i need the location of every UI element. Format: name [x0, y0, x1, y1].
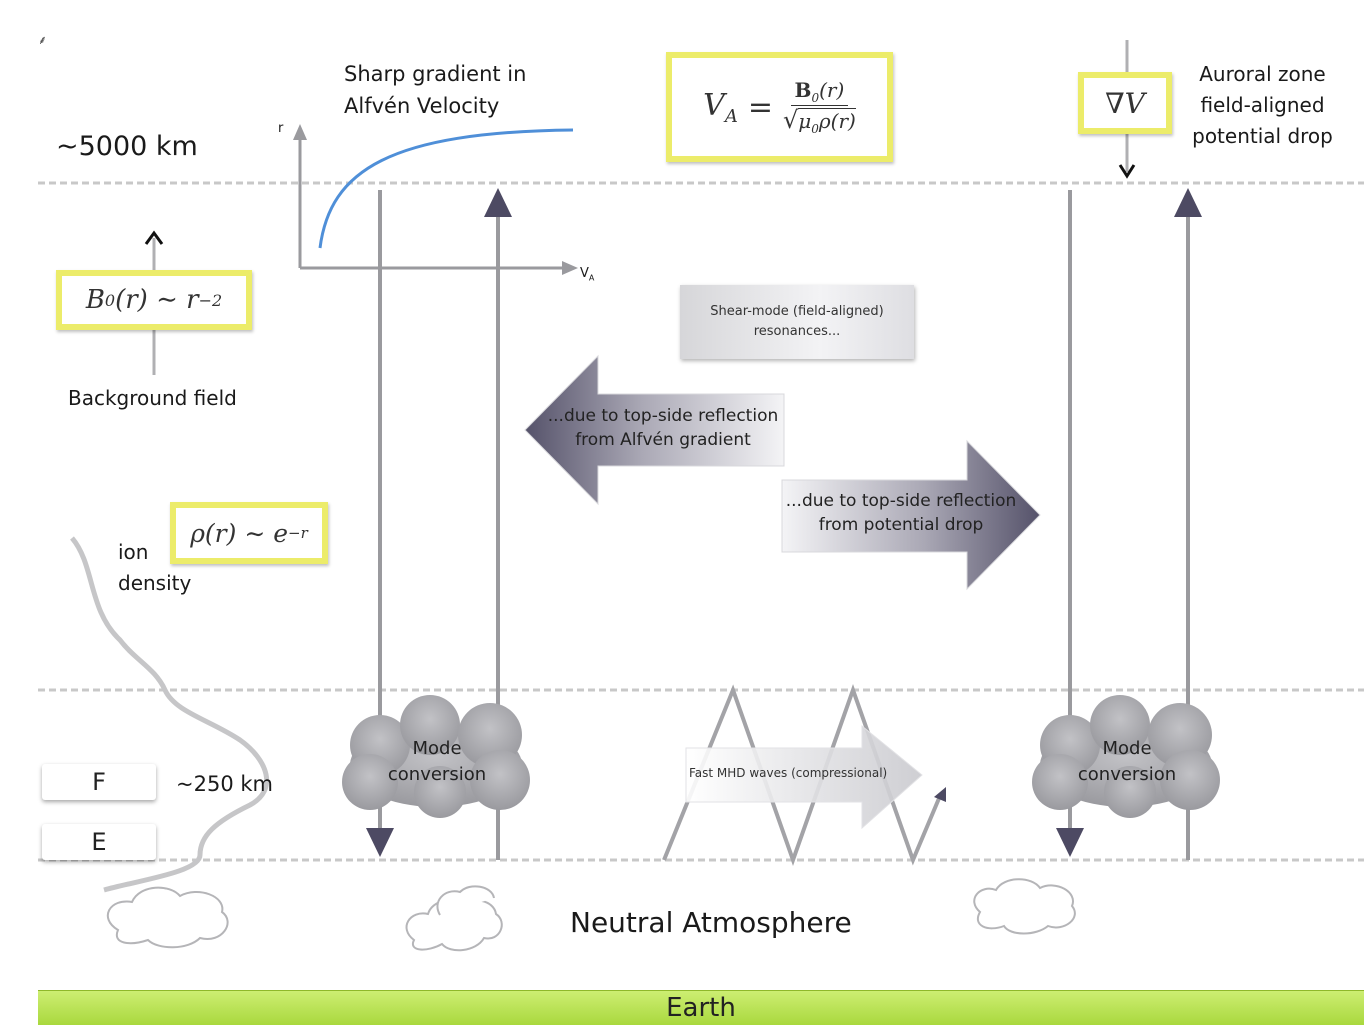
- grad-v-formula: ∇V: [1078, 72, 1172, 134]
- va-axis-letter: V: [580, 266, 589, 281]
- neutral-cloud-2: [405, 885, 503, 952]
- alfven-lhs-subscript: A: [724, 105, 738, 127]
- alfven-den-mu: μ: [798, 109, 812, 133]
- corner-glyph: ⸙: [38, 33, 47, 47]
- shear-mode-text: Shear-mode (field-aligned) resonances...: [710, 302, 883, 342]
- va-axis-subscript: A: [588, 273, 595, 283]
- arrowhead-down-left: [366, 828, 394, 857]
- reflection-right-line2: from potential drop: [818, 515, 984, 535]
- alfven-num-sub: 0: [811, 91, 820, 105]
- neutral-cloud-1: [106, 886, 229, 949]
- arrowhead-down-right: [1056, 828, 1084, 857]
- density-formula: ρ(r) ∼ e−r: [170, 502, 328, 564]
- reflection-left-text: ...due to top-side reflection from Alfvén…: [540, 404, 786, 452]
- mode-conversion-cloud-left: [342, 695, 530, 818]
- alfven-den-body: μ0ρ(r): [798, 108, 856, 136]
- altitude-5000km-label: ~5000 km: [56, 131, 198, 162]
- mode-conversion-cloud-right: [1032, 695, 1220, 818]
- f-layer-label: F: [92, 768, 106, 796]
- neutral-cloud-3: [973, 878, 1076, 935]
- neutral-atmosphere-label: Neutral Atmosphere: [570, 906, 852, 939]
- r-axis-label: r: [278, 121, 284, 136]
- sqrt-symbol: √: [782, 106, 799, 134]
- reflection-left-line2: from Alfvén gradient: [575, 430, 751, 450]
- density-expression: ρ(r) ∼ e: [190, 518, 289, 548]
- alfven-denominator: √μ0ρ(r): [783, 106, 856, 136]
- va-axis-arrowhead: [562, 261, 578, 275]
- reflection-right-line1: ...due to top-side reflection: [785, 491, 1017, 511]
- reflection-arrow-right: [781, 439, 1041, 591]
- sharp-gradient-label-line1: Sharp gradient in: [344, 62, 527, 86]
- alfven-velocity-formula: VA = B0(r) √μ0ρ(r): [666, 52, 893, 162]
- earth-label: Earth: [666, 993, 736, 1023]
- alfven-equals: =: [747, 89, 773, 125]
- shear-mode-line2: resonances...: [753, 324, 841, 339]
- ion-density-profile: [70, 536, 270, 893]
- auroral-label-line2: field-aligned: [1200, 93, 1325, 117]
- alfven-den-arg: ρ(r): [818, 109, 856, 133]
- reflection-left-line1: ...due to top-side reflection: [547, 406, 779, 426]
- r-axis-arrowhead: [293, 124, 307, 140]
- alfven-num-arg: (r): [819, 78, 845, 102]
- auroral-label-line1: Auroral zone: [1199, 62, 1326, 86]
- alfven-num-b: B: [794, 78, 812, 102]
- density-exponent: −r: [288, 524, 308, 542]
- arrowhead-up-left: [484, 188, 512, 217]
- arrowhead-up-right: [1174, 188, 1202, 217]
- mode-conversion-left-line2: conversion: [387, 764, 487, 785]
- sharp-gradient-label-line2: Alfvén Velocity: [344, 94, 500, 118]
- shear-mode-line1: Shear-mode (field-aligned): [710, 304, 884, 319]
- alfven-lhs: VA: [703, 88, 738, 127]
- alfven-den-sub: 0: [811, 122, 819, 136]
- mode-conversion-left-text: Mode conversion: [372, 736, 502, 788]
- mode-conversion-right-line1: Mode: [1102, 738, 1152, 759]
- alfven-fraction: B0(r) √μ0ρ(r): [783, 78, 856, 136]
- reflection-right-text: ...due to top-side reflection from potent…: [778, 489, 1024, 537]
- potential-drop-arrowhead: [1118, 164, 1136, 179]
- background-field-arrowhead: [144, 230, 164, 245]
- b-field-symbol: B: [85, 285, 105, 315]
- va-axis-label: VA: [580, 266, 594, 283]
- alfven-lhs-symbol: V: [703, 87, 725, 123]
- grad-v-text: ∇V: [1105, 86, 1145, 120]
- fast-mhd-zigzag-tip: [934, 787, 946, 802]
- reflection-arrow-left: [524, 354, 785, 506]
- e-layer-label: E: [91, 828, 107, 856]
- b-field-subscript: 0: [104, 290, 116, 310]
- fast-mhd-label: Fast MHD waves (compressional): [689, 766, 888, 780]
- ion-label: ion: [118, 540, 149, 564]
- fast-mhd-arrow: [685, 724, 923, 830]
- mode-conversion-right-line2: conversion: [1077, 764, 1177, 785]
- b-field-rest: (r) ∼ r: [115, 285, 199, 315]
- mode-conversion-left-line1: Mode: [412, 738, 462, 759]
- density-label: density: [118, 571, 192, 595]
- f-layer-box: F: [42, 764, 156, 800]
- auroral-label-line3: potential drop: [1192, 124, 1333, 148]
- b-field-exponent: −2: [198, 290, 223, 310]
- altitude-250km-label: ~250 km: [176, 772, 273, 796]
- alfven-velocity-curve: [318, 128, 574, 249]
- mode-conversion-right-text: Mode conversion: [1062, 736, 1192, 788]
- background-field-label: Background field: [68, 386, 237, 410]
- shear-mode-box: Shear-mode (field-aligned) resonances...: [680, 285, 914, 359]
- alfven-numerator: B0(r): [790, 78, 849, 106]
- earth-bar: Earth: [38, 990, 1364, 1025]
- e-layer-box: E: [42, 824, 156, 860]
